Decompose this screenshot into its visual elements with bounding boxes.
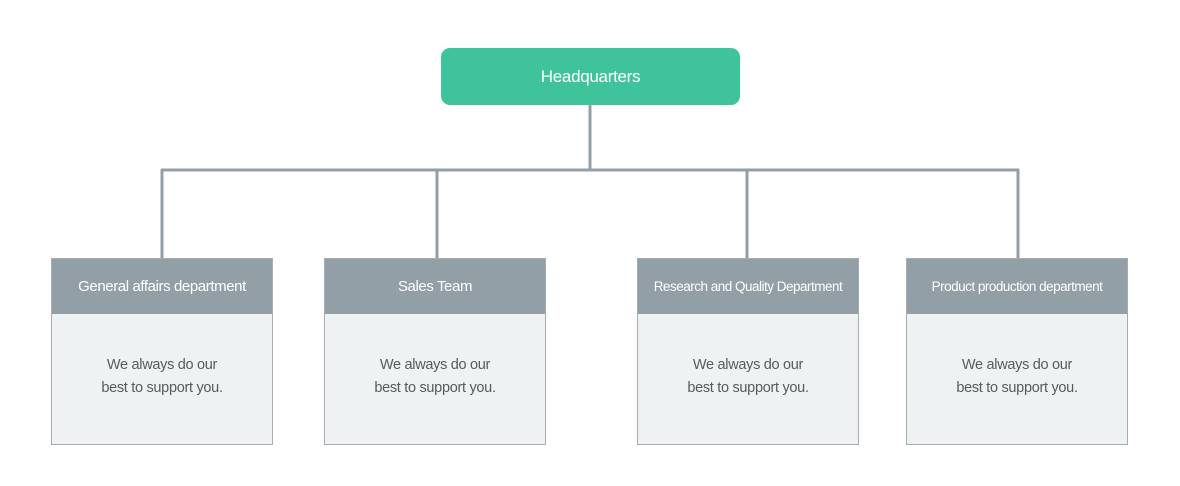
headquarters-label: Headquarters (540, 66, 641, 86)
department-title: General affairs department (52, 259, 272, 314)
department-title: Sales Team (325, 259, 545, 314)
department-description: We always do our best to support you. (687, 357, 809, 396)
department-description-box: We always do our best to support you. (638, 314, 858, 444)
department-general-affairs: General affairs department We always do … (51, 258, 273, 445)
department-product-production: Product production department We always … (906, 258, 1128, 445)
department-research-quality: Research and Quality Department We alway… (637, 258, 859, 445)
headquarters-node: Headquarters (441, 48, 740, 105)
department-description: We always do our best to support you. (101, 357, 223, 396)
department-title: Research and Quality Department (638, 259, 858, 314)
department-description-box: We always do our best to support you. (325, 314, 545, 444)
department-description: We always do our best to support you. (374, 357, 496, 396)
department-description-box: We always do our best to support you. (907, 314, 1127, 444)
department-sales-team: Sales Team We always do our best to supp… (324, 258, 546, 445)
department-description-box: We always do our best to support you. (52, 314, 272, 444)
department-description: We always do our best to support you. (956, 357, 1078, 396)
department-title: Product production department (907, 259, 1127, 314)
